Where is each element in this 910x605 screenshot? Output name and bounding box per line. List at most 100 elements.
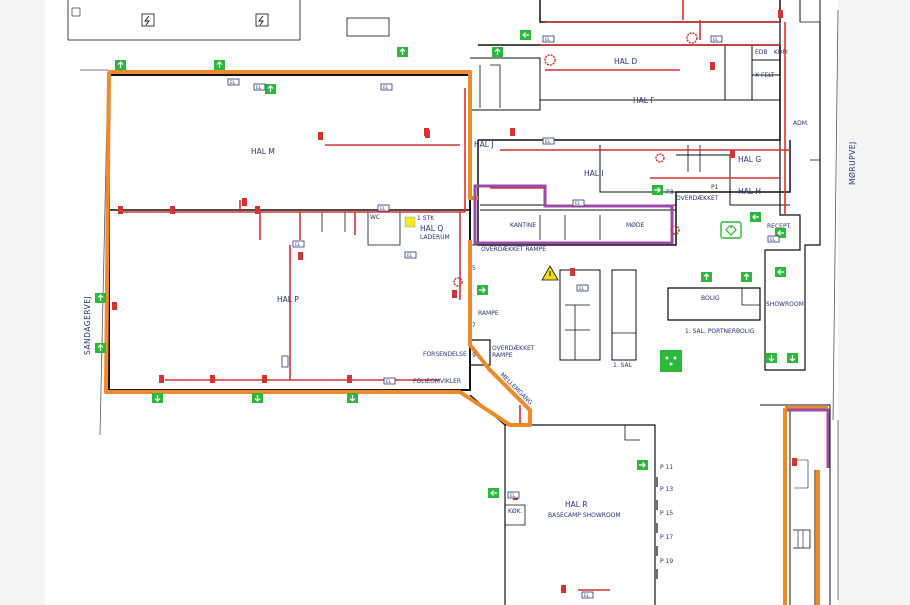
- marked-spot-icon: [404, 216, 416, 228]
- room-label-p3: P3: [666, 189, 674, 196]
- ramp-number: 7: [472, 322, 476, 329]
- first-aid-icon: [720, 221, 742, 239]
- sprinkler-icon: [453, 277, 463, 287]
- svg-text:EL: EL: [383, 85, 389, 91]
- el-panel-icon: EL: [253, 83, 266, 91]
- sprinkler-icon: [655, 153, 665, 163]
- room-label-hal-p: HAL P: [277, 295, 299, 304]
- warning-sign-icon: [541, 265, 559, 281]
- room-label-portnerbolig: 1. SAL, PORTNERBOLIG: [685, 328, 755, 335]
- fire-extinguisher-icon: [424, 128, 429, 136]
- exit-sign-icon: [115, 60, 126, 70]
- top-annex: [67, 0, 390, 41]
- fire-extinguisher-icon: [262, 375, 267, 383]
- exit-sign-icon: [347, 393, 358, 403]
- room-label-forsendelse: FORSENDELSE: [423, 351, 467, 358]
- room-label-p1: P1: [711, 184, 719, 191]
- el-panel-icon: [281, 355, 289, 368]
- room-label-stk: 1 STK: [417, 215, 435, 222]
- assembly-point-icon: [660, 350, 682, 372]
- exit-sign-icon: [775, 228, 786, 238]
- svg-text:EL: EL: [545, 139, 551, 145]
- exit-sign-icon: [652, 185, 663, 195]
- exit-sign-icon: [152, 393, 163, 403]
- exit-sign-icon: [95, 343, 106, 353]
- fire-extinguisher-icon: [452, 290, 457, 298]
- el-panel-icon: EL: [383, 377, 396, 385]
- fire-extinguisher-icon: [570, 268, 575, 276]
- exit-sign-icon: [214, 60, 225, 70]
- room-label-laderum: LADERUM: [420, 234, 450, 241]
- room-label-hal-i: HAL I: [584, 169, 604, 178]
- el-panel-icon: EL: [380, 83, 393, 91]
- ramp-number: 9: [472, 352, 476, 359]
- el-panel-icon: EL: [227, 78, 240, 86]
- exit-sign-icon: [252, 393, 263, 403]
- sprinkler-icon: [670, 225, 680, 235]
- exit-sign-icon: [520, 30, 531, 40]
- street-label-sandagervej: SANDAGERVEJ: [83, 296, 92, 355]
- room-label-kok: KØK.: [508, 508, 523, 515]
- symbol-box: [71, 7, 81, 17]
- room-label-hal-m: HAL M: [251, 147, 275, 156]
- exit-sign-icon: [701, 272, 712, 282]
- room-label-bolig: BOLIG: [701, 295, 720, 302]
- exit-sign-icon: [766, 353, 777, 363]
- el-panel-icon: EL: [377, 204, 390, 212]
- room-label-foliesomvikler: FOLIEOMVIKLER: [413, 378, 461, 385]
- room-label-kopi: KOPI: [774, 49, 788, 56]
- parking-labels: P 11 P 13 P 15 P 17 P 19: [660, 464, 673, 565]
- svg-text:EL: EL: [575, 201, 581, 207]
- parking-label: P 17: [660, 534, 673, 541]
- el-panel-icon: EL: [292, 240, 305, 248]
- fire-extinguisher-icon: [118, 206, 123, 214]
- room-label-recept: RECEPT.: [767, 223, 792, 230]
- el-panel-icon: EL: [507, 491, 520, 499]
- svg-text:EL: EL: [545, 37, 551, 43]
- room-label-hal-d: HAL D: [614, 57, 637, 66]
- room-label-hal-j: HAL J: [474, 140, 494, 149]
- svg-text:EL: EL: [713, 37, 719, 43]
- el-panel-icon: EL: [767, 235, 780, 243]
- el-panel-icon: EL: [576, 284, 589, 292]
- svg-text:EL: EL: [579, 286, 585, 292]
- svg-text:EL: EL: [256, 85, 262, 91]
- parking-label: P 19: [660, 558, 673, 565]
- exit-signs: [95, 30, 798, 498]
- svg-text:EL: EL: [380, 206, 386, 212]
- parking-label: P 11: [660, 464, 673, 471]
- parking-label: P 13: [660, 486, 673, 493]
- room-label-hal-h: HAL H: [738, 187, 761, 196]
- fire-extinguisher-icon: [210, 375, 215, 383]
- room-label-adm: ADM.: [793, 120, 809, 127]
- svg-text:EL: EL: [407, 253, 413, 259]
- exit-sign-icon: [488, 488, 499, 498]
- fire-extinguisher-icon: [242, 198, 247, 206]
- ramp-numbers: 5 7 9: [472, 265, 476, 359]
- exit-sign-icon: [477, 285, 488, 295]
- street-label-morupvej: MØRUPVEJ: [848, 141, 857, 185]
- street-edges: [80, 9, 839, 600]
- room-label-edb: EDB: [755, 49, 768, 56]
- room-label-wc: WC: [370, 214, 380, 221]
- fire-extinguisher-icon: [347, 375, 352, 383]
- room-label-showroom: SHOWROOM: [766, 301, 804, 308]
- el-panel-icon: EL: [572, 199, 585, 207]
- exit-sign-icon: [265, 84, 276, 94]
- fire-extinguisher-icon: [298, 252, 303, 260]
- room-label-hal-q: HAL Q: [420, 224, 443, 233]
- el-panel-icon: EL: [542, 35, 555, 43]
- parking-label: P 15: [660, 510, 673, 517]
- svg-text:EL: EL: [770, 237, 776, 243]
- fire-extinguisher-icon: [778, 10, 783, 18]
- room-label-overdaekket-2: OVERDÆKKET: [492, 345, 535, 352]
- fire-extinguisher-icon: [159, 375, 164, 383]
- electrical-hazard-icon: [255, 13, 269, 27]
- room-label-kantine: KANTINE: [510, 222, 536, 229]
- el-panel-icon: EL: [581, 591, 594, 599]
- el-panel-icon: EL: [710, 35, 723, 43]
- room-label-basecamp: BASECAMP SHOWROOM: [548, 512, 621, 519]
- fire-extinguisher-icon: [510, 128, 515, 136]
